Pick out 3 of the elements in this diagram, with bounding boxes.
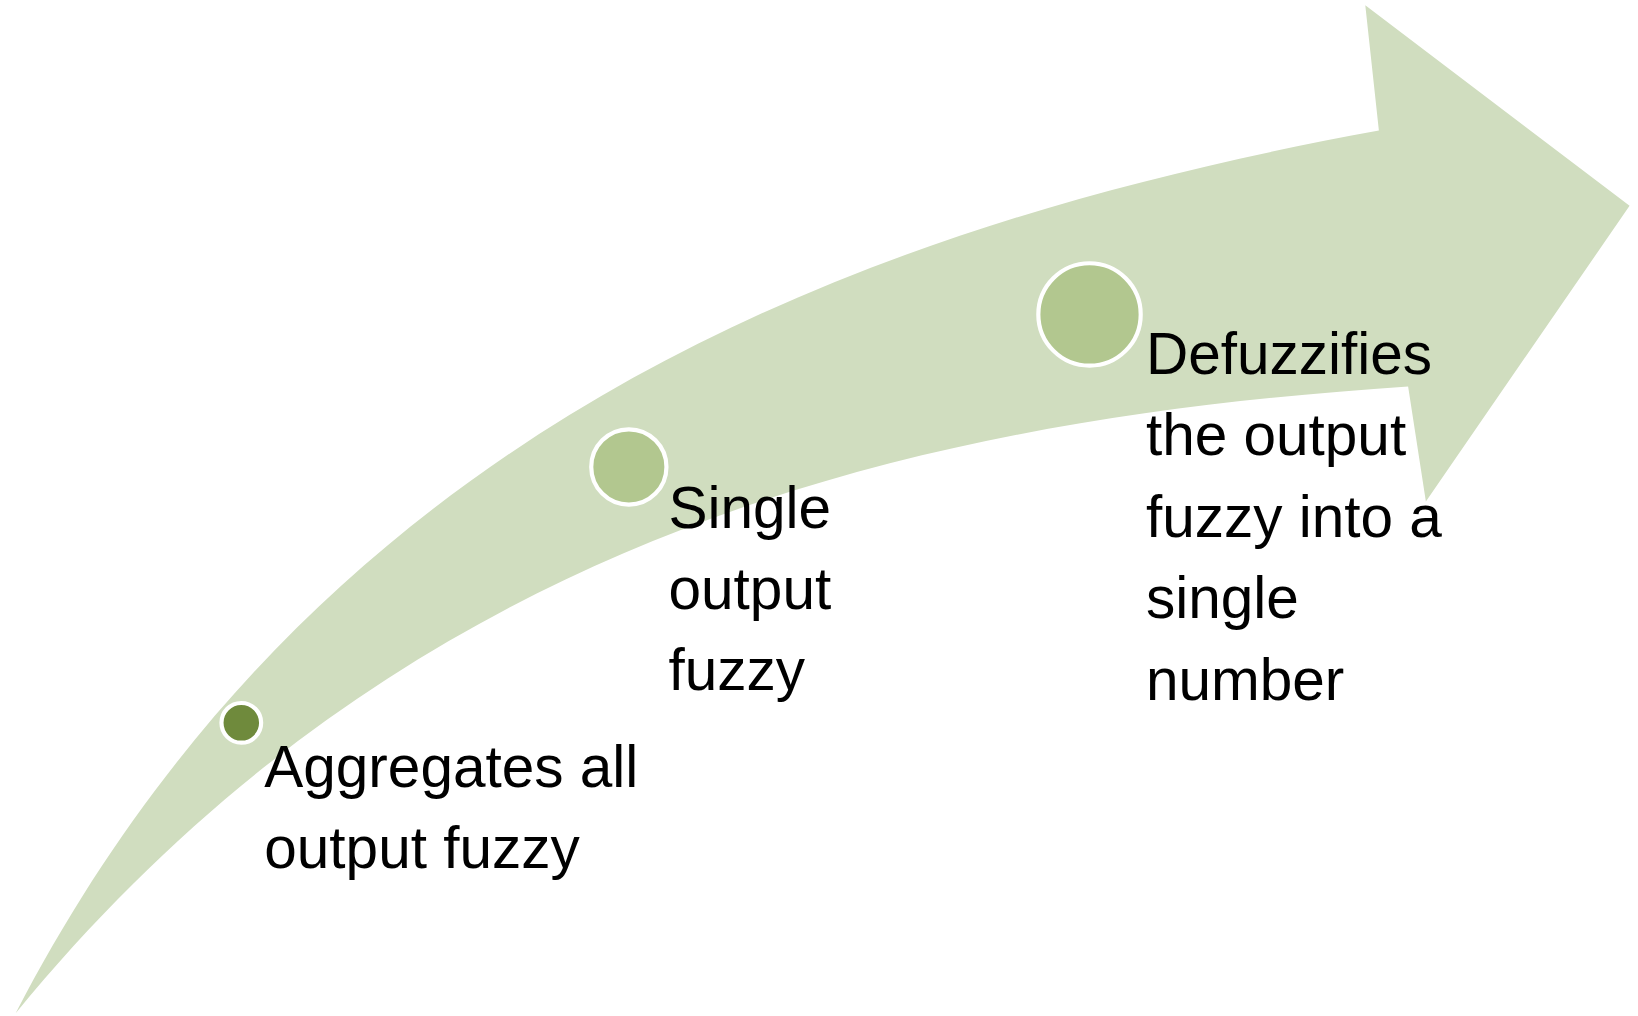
step-text: Single output fuzzy xyxy=(668,473,833,705)
step-text: Defuzzifies the output fuzzy into a single number xyxy=(1145,319,1443,715)
step-text: Aggregates all output fuzzy xyxy=(264,732,640,883)
